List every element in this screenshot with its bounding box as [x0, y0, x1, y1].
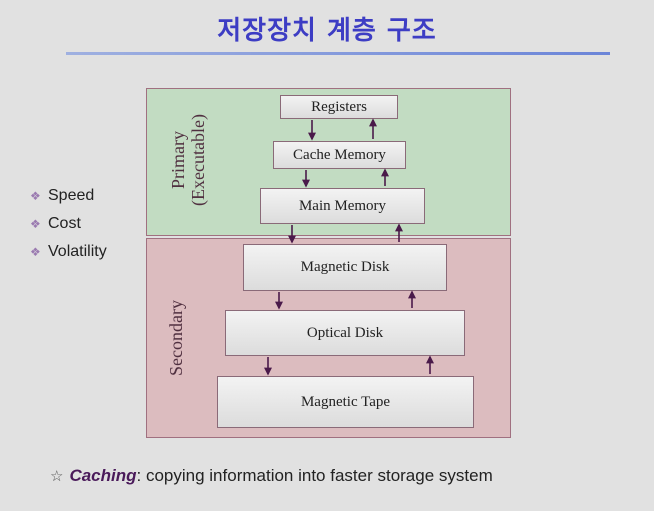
bullet-cost: Cost: [48, 215, 81, 232]
list-item: ❖ Speed: [30, 182, 107, 210]
secondary-region-label: Secondary: [166, 300, 186, 376]
slide-title: 저장장치 계층 구조: [217, 16, 437, 46]
list-item: ❖ Cost: [30, 210, 107, 238]
diamond-flower-icon: ❖: [30, 245, 41, 259]
caching-definition: : copying information into faster storag…: [136, 466, 493, 485]
bullet-speed: Speed: [48, 187, 95, 204]
caching-note: ☆ Caching: copying information into faste…: [50, 466, 493, 486]
magnetic-tape-box: Magnetic Tape: [217, 376, 474, 428]
registers-box: Registers: [280, 95, 398, 119]
caching-term: Caching: [69, 466, 137, 485]
main-memory-box: Main Memory: [260, 188, 425, 224]
list-item: ❖ Volatility: [30, 238, 107, 266]
property-list: ❖ Speed ❖ Cost ❖ Volatility: [30, 182, 107, 266]
primary-region-label-line-2: (Executable): [188, 114, 208, 206]
primary-region-label-line-1: Primary: [168, 131, 188, 190]
optical-disk-box: Optical Disk: [225, 310, 465, 356]
primary-region-label: Primary (Executable): [168, 114, 208, 206]
diamond-flower-icon: ❖: [30, 189, 41, 203]
title-underline: [66, 52, 610, 55]
star-outline-icon: ☆: [50, 468, 64, 485]
diamond-flower-icon: ❖: [30, 217, 41, 231]
bullet-volatility: Volatility: [48, 243, 107, 260]
magnetic-disk-box: Magnetic Disk: [243, 244, 447, 291]
cache-memory-box: Cache Memory: [273, 141, 406, 169]
